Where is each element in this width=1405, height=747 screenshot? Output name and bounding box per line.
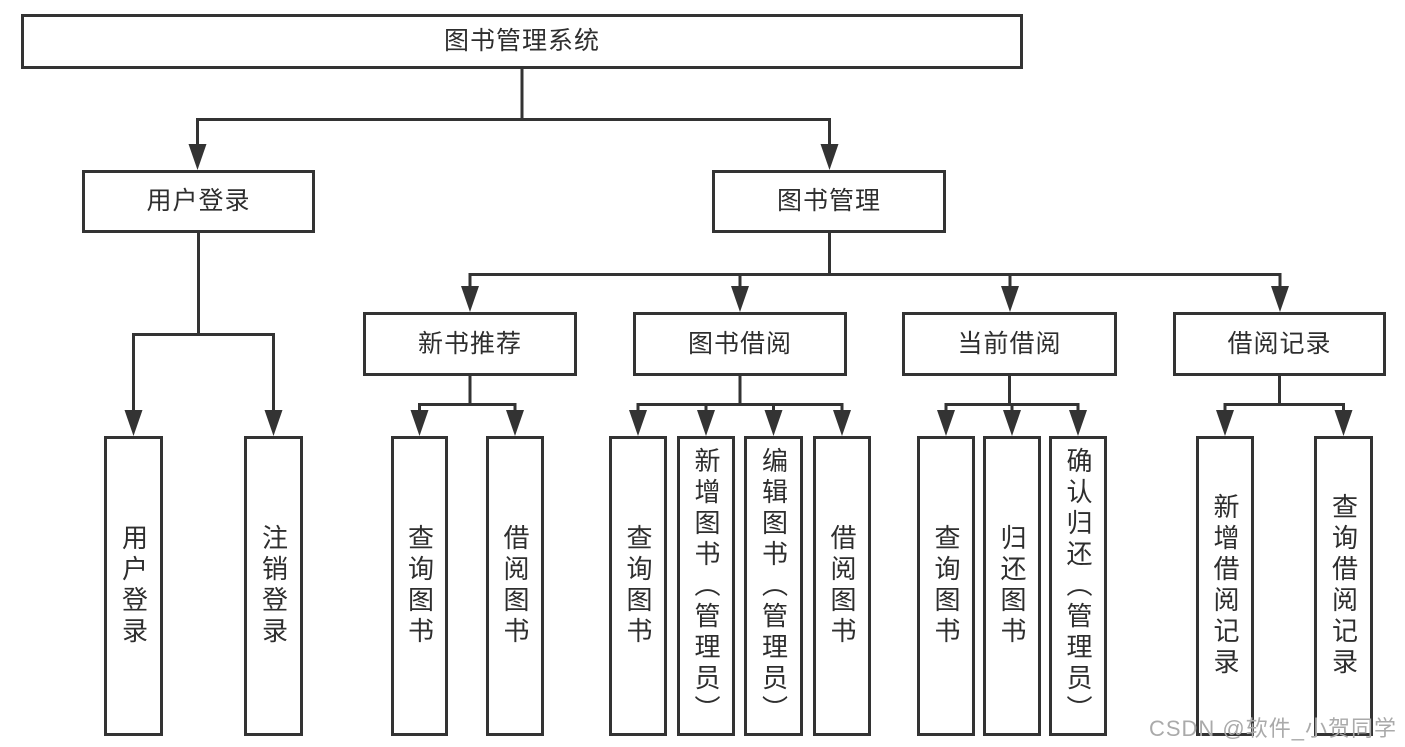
leaf-query-borrow-record: 查询借阅记录 [1314,436,1373,736]
leaf-query-book-recommend: 查询图书 [391,436,448,736]
leaf-logout: 注销登录 [244,436,303,736]
csdn-watermark: CSDN @软件_小贺同学 [1148,716,1397,741]
node-book-borrow: 图书借阅 [633,312,847,376]
leaf-confirm-return-admin: 确认归还（管理员） [1049,436,1107,736]
leaf-query-book-borrow: 查询图书 [609,436,667,736]
node-new-book-recommend: 新书推荐 [363,312,577,376]
node-current-borrow: 当前借阅 [902,312,1117,376]
leaf-query-book-current: 查询图书 [917,436,975,736]
node-library-management-system: 图书管理系统 [21,14,1023,69]
node-borrow-record: 借阅记录 [1173,312,1386,376]
leaf-add-book-admin: 新增图书（管理员） [677,436,735,736]
node-user-login: 用户登录 [82,170,315,233]
leaf-borrow-book-recommend: 借阅图书 [486,436,544,736]
leaf-return-book: 归还图书 [983,436,1041,736]
leaf-edit-book-admin: 编辑图书（管理员） [744,436,803,736]
arrowhead-group [124,144,1353,436]
node-book-management: 图书管理 [712,170,946,233]
leaf-user-login: 用户登录 [104,436,163,736]
leaf-add-borrow-record: 新增借阅记录 [1196,436,1254,736]
leaf-borrow-book: 借阅图书 [813,436,871,736]
